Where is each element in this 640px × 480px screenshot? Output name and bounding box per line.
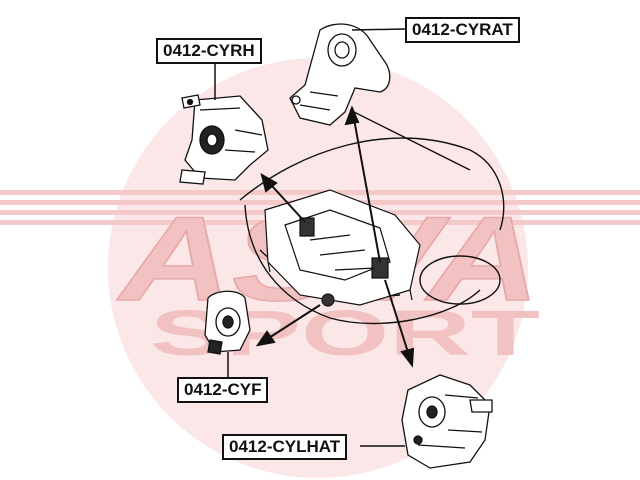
leader-lines [214, 28, 406, 447]
part-cyf [204, 290, 251, 355]
part-cylhat [401, 374, 493, 469]
part-cyrat [289, 23, 391, 126]
arrow-cyrat [351, 107, 381, 263]
wheel-arch [419, 255, 501, 305]
part-label-cyrh: 0412-CYRH [156, 38, 262, 64]
fender-line [244, 204, 481, 325]
arrows [255, 105, 415, 368]
windshield-line [349, 109, 471, 171]
part-cyrh [179, 94, 269, 185]
part-label-cyrat: 0412-CYRAT [405, 17, 520, 43]
part-label-cylhat: 0412-CYLHAT [222, 434, 348, 460]
hood-line [239, 137, 505, 231]
part-label-cyf: 0412-CYF [177, 377, 269, 403]
engine-assembly [264, 189, 421, 307]
